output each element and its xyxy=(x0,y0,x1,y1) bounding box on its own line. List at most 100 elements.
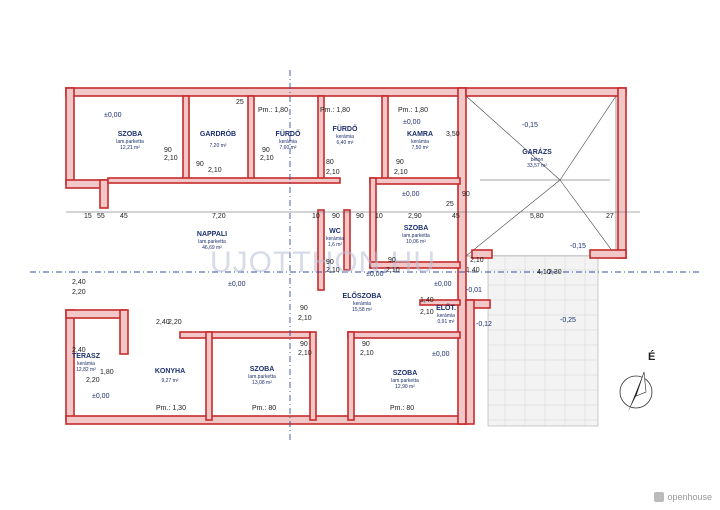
svg-text:WC: WC xyxy=(329,228,341,235)
svg-text:lam.parketta: lam.parketta xyxy=(248,374,276,380)
svg-text:Pm.: 1,80: Pm.: 1,80 xyxy=(258,107,288,114)
svg-text:90: 90 xyxy=(326,259,334,266)
svg-text:90: 90 xyxy=(396,159,404,166)
svg-text:Pm.: 1,80: Pm.: 1,80 xyxy=(320,107,350,114)
room-kamra: KAMRA kerámia 7,50 m² xyxy=(407,131,433,151)
svg-text:kerámia: kerámia xyxy=(353,301,371,307)
svg-text:2,10: 2,10 xyxy=(360,350,374,357)
svg-text:lam.parketta: lam.parketta xyxy=(391,378,419,384)
svg-text:2,10: 2,10 xyxy=(394,169,408,176)
svg-text:7,60 m²: 7,60 m² xyxy=(280,145,297,151)
svg-text:-0,25: -0,25 xyxy=(560,317,576,324)
svg-text:5,80: 5,80 xyxy=(530,213,544,220)
room-konyha: KONYHA 9,27 m² xyxy=(155,368,185,384)
svg-text:1,6 m²: 1,6 m² xyxy=(328,242,343,248)
room-szoba1: SZOBA lam.parketta 12,21 m² xyxy=(116,131,144,151)
svg-text:90: 90 xyxy=(332,213,340,220)
svg-text:45: 45 xyxy=(120,213,128,220)
svg-text:GARDRÓB: GARDRÓB xyxy=(200,129,236,138)
room-gardrob: GARDRÓB 7,20 m² xyxy=(200,129,236,149)
svg-text:2,10: 2,10 xyxy=(386,267,400,274)
paving xyxy=(487,255,599,427)
room-szoba2: SZOBA lam.parketta 10,06 m² xyxy=(402,225,430,245)
svg-text:2,90: 2,90 xyxy=(408,213,422,220)
svg-text:27: 27 xyxy=(606,213,614,220)
svg-text:Pm.: 80: Pm.: 80 xyxy=(252,405,276,412)
svg-text:2,40: 2,40 xyxy=(72,279,86,286)
svg-text:10: 10 xyxy=(375,213,383,220)
svg-text:FÜRDŐ: FÜRDŐ xyxy=(276,129,301,138)
svg-text:ELŐT.: ELŐT. xyxy=(436,303,456,312)
logo-icon xyxy=(654,492,665,502)
svg-text:90: 90 xyxy=(300,341,308,348)
svg-text:±0,00: ±0,00 xyxy=(403,119,421,126)
room-wc: WC kerámia 1,6 m² xyxy=(326,228,344,248)
svg-text:2,10: 2,10 xyxy=(298,315,312,322)
svg-text:80: 80 xyxy=(326,159,334,166)
north-arrow-icon: É xyxy=(619,350,655,412)
svg-text:kerámia: kerámia xyxy=(411,139,429,145)
svg-text:2,10: 2,10 xyxy=(420,309,434,316)
room-furdo1: FÜRDŐ kerámia 7,60 m² xyxy=(276,129,301,151)
svg-text:É: É xyxy=(648,350,655,363)
svg-text:46,69 m²: 46,69 m² xyxy=(202,245,222,251)
room-szoba3: SZOBA lam.parketta 13,08 m² xyxy=(248,366,276,386)
svg-text:kerámia: kerámia xyxy=(336,134,354,140)
svg-text:SZOBA: SZOBA xyxy=(393,370,418,377)
svg-text:7,20: 7,20 xyxy=(212,213,226,220)
svg-text:1,40: 1,40 xyxy=(466,267,480,274)
svg-text:2,20: 2,20 xyxy=(72,289,86,296)
svg-text:-0,12: -0,12 xyxy=(476,321,492,328)
svg-text:90: 90 xyxy=(300,305,308,312)
svg-text:90: 90 xyxy=(262,147,270,154)
svg-text:2,10: 2,10 xyxy=(326,169,340,176)
svg-text:90: 90 xyxy=(196,161,204,168)
svg-text:SZOBA: SZOBA xyxy=(250,366,275,373)
svg-text:Pm.: 1,80: Pm.: 1,80 xyxy=(398,107,428,114)
svg-text:10: 10 xyxy=(312,213,320,220)
svg-text:SZOBA: SZOBA xyxy=(404,225,429,232)
svg-text:90: 90 xyxy=(362,341,370,348)
room-furdo2: FÜRDŐ kerámia 6,40 m² xyxy=(333,124,358,146)
svg-text:2,10: 2,10 xyxy=(164,155,178,162)
svg-text:13,08 m²: 13,08 m² xyxy=(252,380,272,386)
svg-text:-0,15: -0,15 xyxy=(570,243,586,250)
svg-text:2,10: 2,10 xyxy=(260,155,274,162)
openhouse-logo: openhouse xyxy=(654,492,712,502)
svg-text:2,10: 2,10 xyxy=(298,350,312,357)
svg-text:lam.parketta: lam.parketta xyxy=(116,139,144,145)
svg-text:±0,00: ±0,00 xyxy=(228,281,246,288)
svg-text:1,40: 1,40 xyxy=(420,297,434,304)
svg-text:2,20: 2,20 xyxy=(168,319,182,326)
svg-text:9,27 m²: 9,27 m² xyxy=(162,378,179,384)
svg-text:90: 90 xyxy=(356,213,364,220)
logo-text: openhouse xyxy=(667,492,712,502)
svg-text:TERASZ: TERASZ xyxy=(72,353,101,360)
svg-text:KONYHA: KONYHA xyxy=(155,368,185,375)
dimensions: Pm.: 1,80 Pm.: 1,80 Pm.: 1,80 90 2,10 90… xyxy=(72,99,614,412)
svg-text:1,80: 1,80 xyxy=(100,369,114,376)
svg-text:kerámia: kerámia xyxy=(326,236,344,242)
svg-text:±0,00: ±0,00 xyxy=(104,112,122,119)
room-garazs: GARÁZS beton 33,57 m² xyxy=(522,147,552,169)
room-elot: ELŐT. kerámia 0,91 m² xyxy=(436,303,456,325)
garage-roof xyxy=(465,95,617,257)
room-eloszoba: ELŐSZOBA kerámia 15,58 m² xyxy=(343,291,382,313)
svg-text:2,40: 2,40 xyxy=(72,347,86,354)
svg-text:2,10: 2,10 xyxy=(470,257,484,264)
svg-text:-0,15: -0,15 xyxy=(522,122,538,129)
svg-text:kerámia: kerámia xyxy=(279,139,297,145)
room-nappali: NAPPALI lam.parketta 46,69 m² xyxy=(197,231,227,251)
svg-text:90: 90 xyxy=(164,147,172,154)
svg-text:NAPPALI: NAPPALI xyxy=(197,231,227,238)
svg-text:-0,01: -0,01 xyxy=(466,287,482,294)
svg-text:10,06 m²: 10,06 m² xyxy=(406,239,426,245)
svg-text:4,10: 4,10 xyxy=(537,269,551,276)
svg-text:2,10: 2,10 xyxy=(326,267,340,274)
svg-text:±0,00: ±0,00 xyxy=(366,271,384,278)
svg-text:33,57 m²: 33,57 m² xyxy=(527,163,547,169)
svg-text:55: 55 xyxy=(97,213,105,220)
svg-text:lam.parketta: lam.parketta xyxy=(402,233,430,239)
watermark: UJOTTHON.HU xyxy=(210,246,436,279)
